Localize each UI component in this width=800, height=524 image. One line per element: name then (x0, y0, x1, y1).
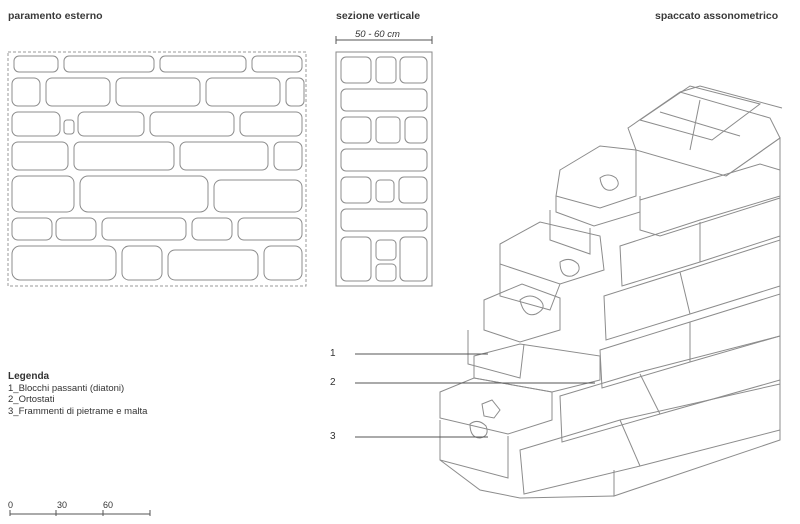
title-paramento-esterno: paramento esterno (8, 10, 103, 22)
scale-tick-0: 0 (8, 500, 14, 510)
legend-item: 2_Ortostati (8, 394, 55, 405)
title-sezione-verticale: sezione verticale (336, 10, 421, 22)
vertical-section (335, 36, 433, 287)
callout-lines (355, 353, 595, 438)
callout-1: 1 (330, 348, 336, 359)
axonometric-view (439, 85, 783, 499)
legend-item: 3_Frammenti di pietrame e malta (8, 405, 148, 417)
legend-item: 1_Blocchi passanti (diatoni) (8, 382, 125, 394)
external-face-elevation (7, 51, 307, 287)
legend: Legenda 1_Blocchi passanti (diatoni) 2_O… (8, 371, 147, 417)
scale-tick-30: 30 (57, 500, 68, 510)
scale-bar (9, 510, 151, 516)
title-spaccato-assonometrico: spaccato assonometrico (655, 10, 779, 22)
legend-title: Legenda (8, 371, 50, 382)
callout-3: 3 (330, 431, 336, 442)
scale-tick-60: 60 (103, 500, 114, 510)
dimension-label: 50 - 60 cm (355, 29, 400, 40)
callout-2: 2 (330, 377, 336, 388)
